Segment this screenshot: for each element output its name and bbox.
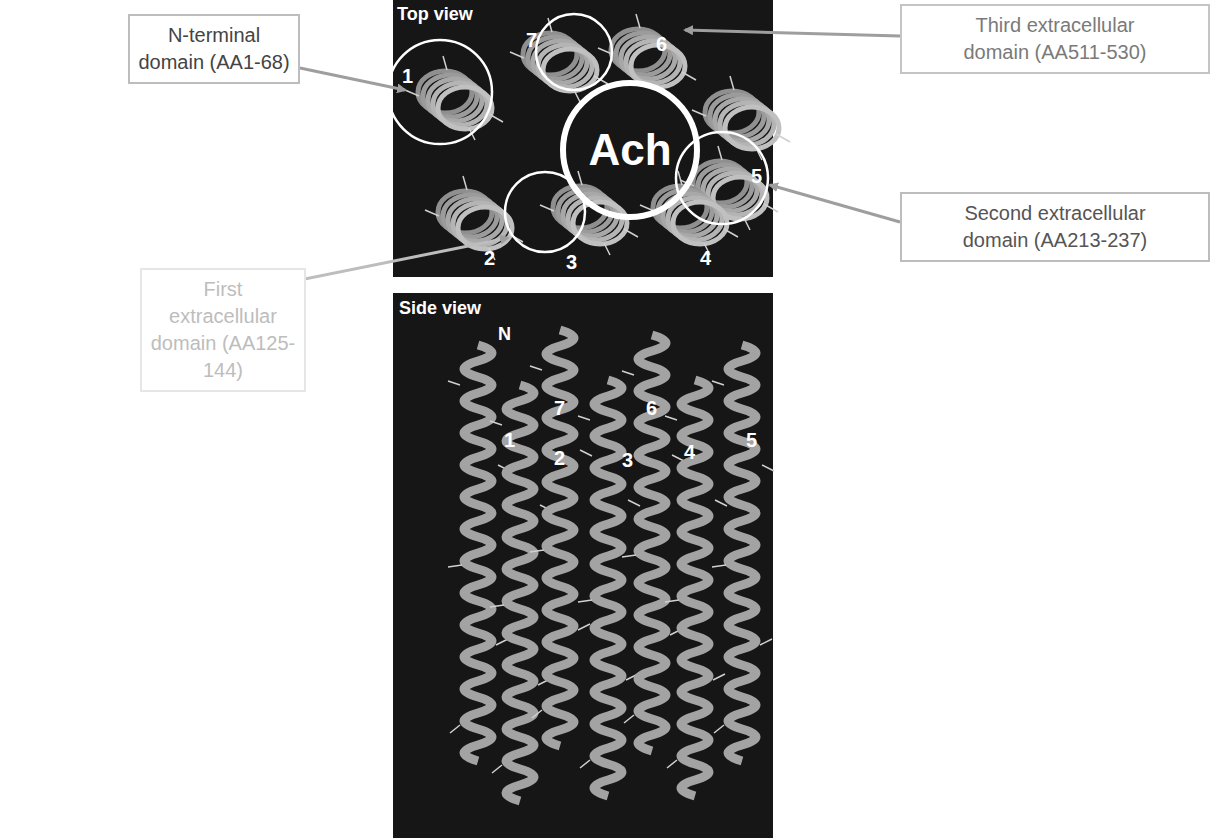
helix-number: 3 [566,251,577,274]
helix-number: 4 [684,441,695,464]
helix-number: 3 [622,449,633,472]
helix-number: 1 [504,429,515,452]
leader-arrow [770,185,900,222]
side-view-panel [393,293,773,838]
helix-number: 5 [751,165,762,188]
panel-title: Side view [399,298,481,319]
callout-text: N-terminal domain (AA1-68) [138,22,290,76]
callout-text: Second extracellular domain (AA213-237) [943,200,1168,254]
leader-arrow [685,30,900,36]
callout-box: N-terminal domain (AA1-68) [128,14,300,84]
callout-text: First extracellular domain (AA125-144) [150,276,296,384]
helix-number: 2 [554,447,565,470]
callout-box: First extracellular domain (AA125-144) [140,268,306,392]
helix-number: 6 [646,397,657,420]
callout-box: Second extracellular domain (AA213-237) [900,192,1210,262]
callout-box: Third extracellular domain (AA511-530) [900,4,1210,74]
helix-number: 7 [554,397,565,420]
binding-site-circle: Ach [560,80,700,220]
helix-number: 5 [746,429,757,452]
helix-number: 4 [700,247,711,270]
callout-text: Ach [588,125,671,175]
panel-title: Top view [397,4,473,25]
leader-arrow [300,68,405,90]
callout-text: Third extracellular domain (AA511-530) [948,12,1163,66]
helix-number: 6 [656,33,667,56]
helix-number: 7 [526,29,537,52]
helix-number: 1 [402,65,413,88]
terminus-label: N [498,324,511,345]
helix-number: 2 [484,247,495,270]
